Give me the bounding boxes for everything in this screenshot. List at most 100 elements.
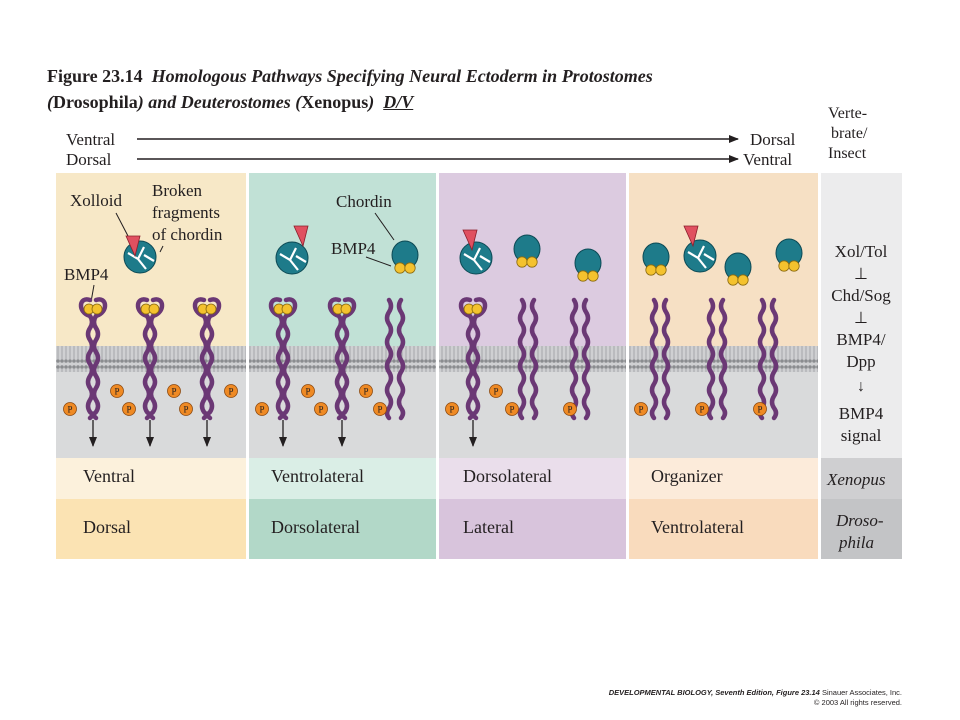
receptor-p2-0 [268, 297, 298, 421]
bmp4-ligand [205, 303, 217, 315]
receptor-p2-free [384, 297, 406, 421]
vertebrate-axis-start: Ventral [66, 130, 115, 149]
phosphate-label: P [493, 387, 498, 397]
bmp4-label-left: BMP4 [64, 265, 109, 284]
receptor-p1-0 [78, 297, 108, 421]
bmp4-bound-to-chordin [394, 262, 406, 274]
receptor-arm-left [192, 297, 207, 319]
region-drosophila-ventrolateral: Ventrolateral [651, 517, 744, 537]
phosphate-icon [301, 384, 315, 398]
bmp4-bound-to-chordin [788, 260, 800, 272]
phosphate-icon [179, 402, 193, 416]
receptor-chain-right [396, 297, 406, 421]
drosophila-row-label-1: Droso- [835, 511, 884, 530]
bmp4-bound-to-chordin [655, 264, 667, 276]
column-header-line3: Insect [828, 145, 867, 162]
paren-open: ( [47, 92, 53, 112]
receptor-p4-0 [649, 297, 671, 421]
xolloid-label: Xolloid [70, 191, 122, 210]
region-drosophila-dorsal: Dorsal [83, 517, 131, 537]
receptor-chain-right [205, 313, 215, 421]
phosphate-label: P [699, 405, 704, 415]
receptor-chain-left [517, 297, 527, 421]
bmp4-ligand [91, 303, 103, 315]
receptor-p4-1 [706, 297, 728, 421]
bmp4-ligand [148, 303, 160, 315]
xenopus-label-cell [821, 458, 902, 499]
drosophila-label-cell [821, 499, 902, 559]
phosphate-label: P [757, 405, 762, 415]
phosphate-icon [63, 402, 77, 416]
drosophila-cell-3 [439, 499, 626, 559]
xolloid-protease [683, 225, 699, 248]
phosphate-label: P [363, 387, 368, 397]
phosphate-label: P [228, 387, 233, 397]
bmp4-label-middle: BMP4 [331, 239, 376, 258]
region-xenopus-ventrolateral: Ventrolateral [271, 466, 364, 486]
phosphate-label: P [509, 405, 514, 415]
pathway-bmp4-signal-1: BMP4 [839, 404, 884, 423]
receptor-chain-left [649, 297, 659, 421]
bmp4-bound-to-chordin [727, 274, 739, 286]
drosophila-cell-2 [249, 499, 436, 559]
phosphate-label: P [67, 405, 72, 415]
receptor-arm-right [342, 297, 357, 319]
footer-publisher: Sinauer Associates, Inc. [821, 688, 902, 697]
receptor-p1-2 [192, 297, 222, 421]
phosphate-icon [634, 402, 648, 416]
receptor-chain-left [706, 297, 716, 421]
phosphate-label: P [377, 405, 382, 415]
dv-link[interactable]: D/V [383, 92, 414, 112]
pathway-bmp4-dpp-2: Dpp [846, 352, 875, 371]
region-xenopus-dorsolateral: Dorsolateral [463, 466, 552, 486]
phosphate-label: P [449, 405, 454, 415]
drosophila-word: Drosophila [53, 92, 138, 112]
phosphate-icon [489, 384, 503, 398]
bmp4-bound-to-chordin [778, 260, 790, 272]
xenopus-row-label: Xenopus [826, 470, 886, 489]
phosphate-label: P [638, 405, 643, 415]
panel-pathway-bg [821, 173, 902, 458]
phosphate-label: P [183, 405, 188, 415]
xenopus-word: Xenopus [301, 92, 369, 112]
receptor-chain-right [529, 297, 539, 421]
receptor-arm-left [135, 297, 150, 319]
drosophila-cell-4 [629, 499, 818, 559]
pathway-bmp4-signal-2: signal [841, 426, 882, 445]
xolloid-protease [462, 229, 478, 252]
xolloid-leader [115, 212, 129, 237]
fragments-leader [159, 245, 164, 253]
chordin-cracks [279, 247, 307, 271]
receptor-chain-right [471, 313, 481, 421]
phosphate-icon [359, 384, 373, 398]
receptor-arm-right [283, 297, 298, 319]
receptor-arm-right [93, 297, 108, 319]
phosphate-label: P [318, 405, 323, 415]
column-header-line2: brate/ [831, 125, 868, 142]
bmp4-bound-to-chordin [645, 264, 657, 276]
figure-title-part2: ) and Deuterostomes ( [137, 92, 302, 112]
pathway-bmp4-dpp-1: BMP4/ [836, 330, 885, 349]
figure-title-part1: Homologous Pathways Specifying Neural Ec… [151, 66, 653, 86]
receptor-chain-right [769, 297, 779, 421]
vertebrate-axis-end: Dorsal [750, 130, 796, 149]
region-drosophila-lateral: Lateral [463, 517, 514, 537]
footer-book: DEVELOPMENTAL BIOLOGY, Seventh Edition, … [608, 688, 820, 697]
pathway-chd-sog: Chd/Sog [831, 286, 891, 305]
phosphate-icon [314, 402, 328, 416]
receptor-p2-1 [327, 297, 357, 421]
xolloid-protease [125, 235, 141, 258]
pathway-activate-arrow: ↓ [857, 378, 865, 395]
receptor-p1-1 [135, 297, 165, 421]
xenopus-cell-4 [629, 458, 818, 499]
bmp4-ligand [471, 303, 483, 315]
broken-label-3: of chordin [152, 225, 223, 244]
phosphate-label: P [114, 387, 119, 397]
phosphate-icon [505, 402, 519, 416]
footer-rights: © 2003 All rights reserved. [813, 698, 902, 707]
receptor-arm-left [458, 297, 473, 319]
region-xenopus-organizer: Organizer [651, 466, 723, 486]
receptor-chain-left [384, 297, 394, 421]
phosphate-icon [224, 384, 238, 398]
